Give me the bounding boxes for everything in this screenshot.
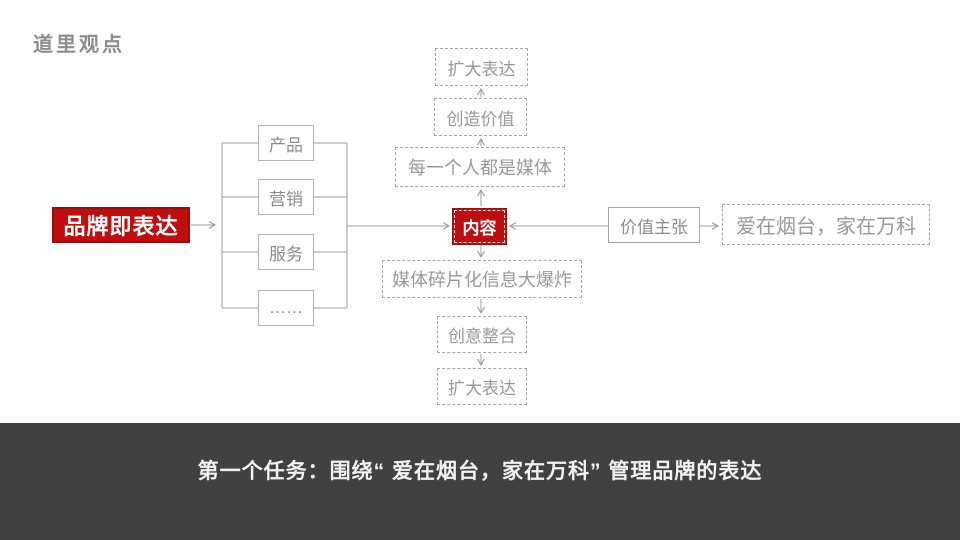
value-proposition-box: 价值主张 (608, 207, 700, 243)
everyone-is-media-box: 每一个人都是媒体 (395, 147, 565, 187)
creative-integration-box: 创意整合 (437, 316, 527, 353)
touchpoint-service-box: 服务 (258, 234, 314, 270)
brand-expression-box: 品牌即表达 (52, 207, 190, 243)
slogan-box: 爱在烟台，家在万科 (722, 204, 930, 245)
touchpoint-marketing-box: 营销 (258, 179, 314, 215)
expand-expression-bottom-box: 扩大表达 (437, 368, 527, 405)
expand-expression-top-box: 扩大表达 (435, 48, 528, 86)
footer-task-text: 第一个任务：围绕“ 爱在烟台，家在万科” 管理品牌的表达 (197, 460, 763, 483)
footer-bar (0, 423, 960, 540)
media-fragmentation-box: 媒体碎片化信息大爆炸 (382, 260, 582, 298)
slide-title: 道里观点 (33, 34, 125, 56)
touchpoint-ellipsis-box: …… (258, 290, 314, 326)
content-box: 内容 (452, 208, 507, 245)
create-value-box: 创造价值 (434, 98, 527, 136)
touchpoint-product-box: 产品 (258, 125, 314, 161)
